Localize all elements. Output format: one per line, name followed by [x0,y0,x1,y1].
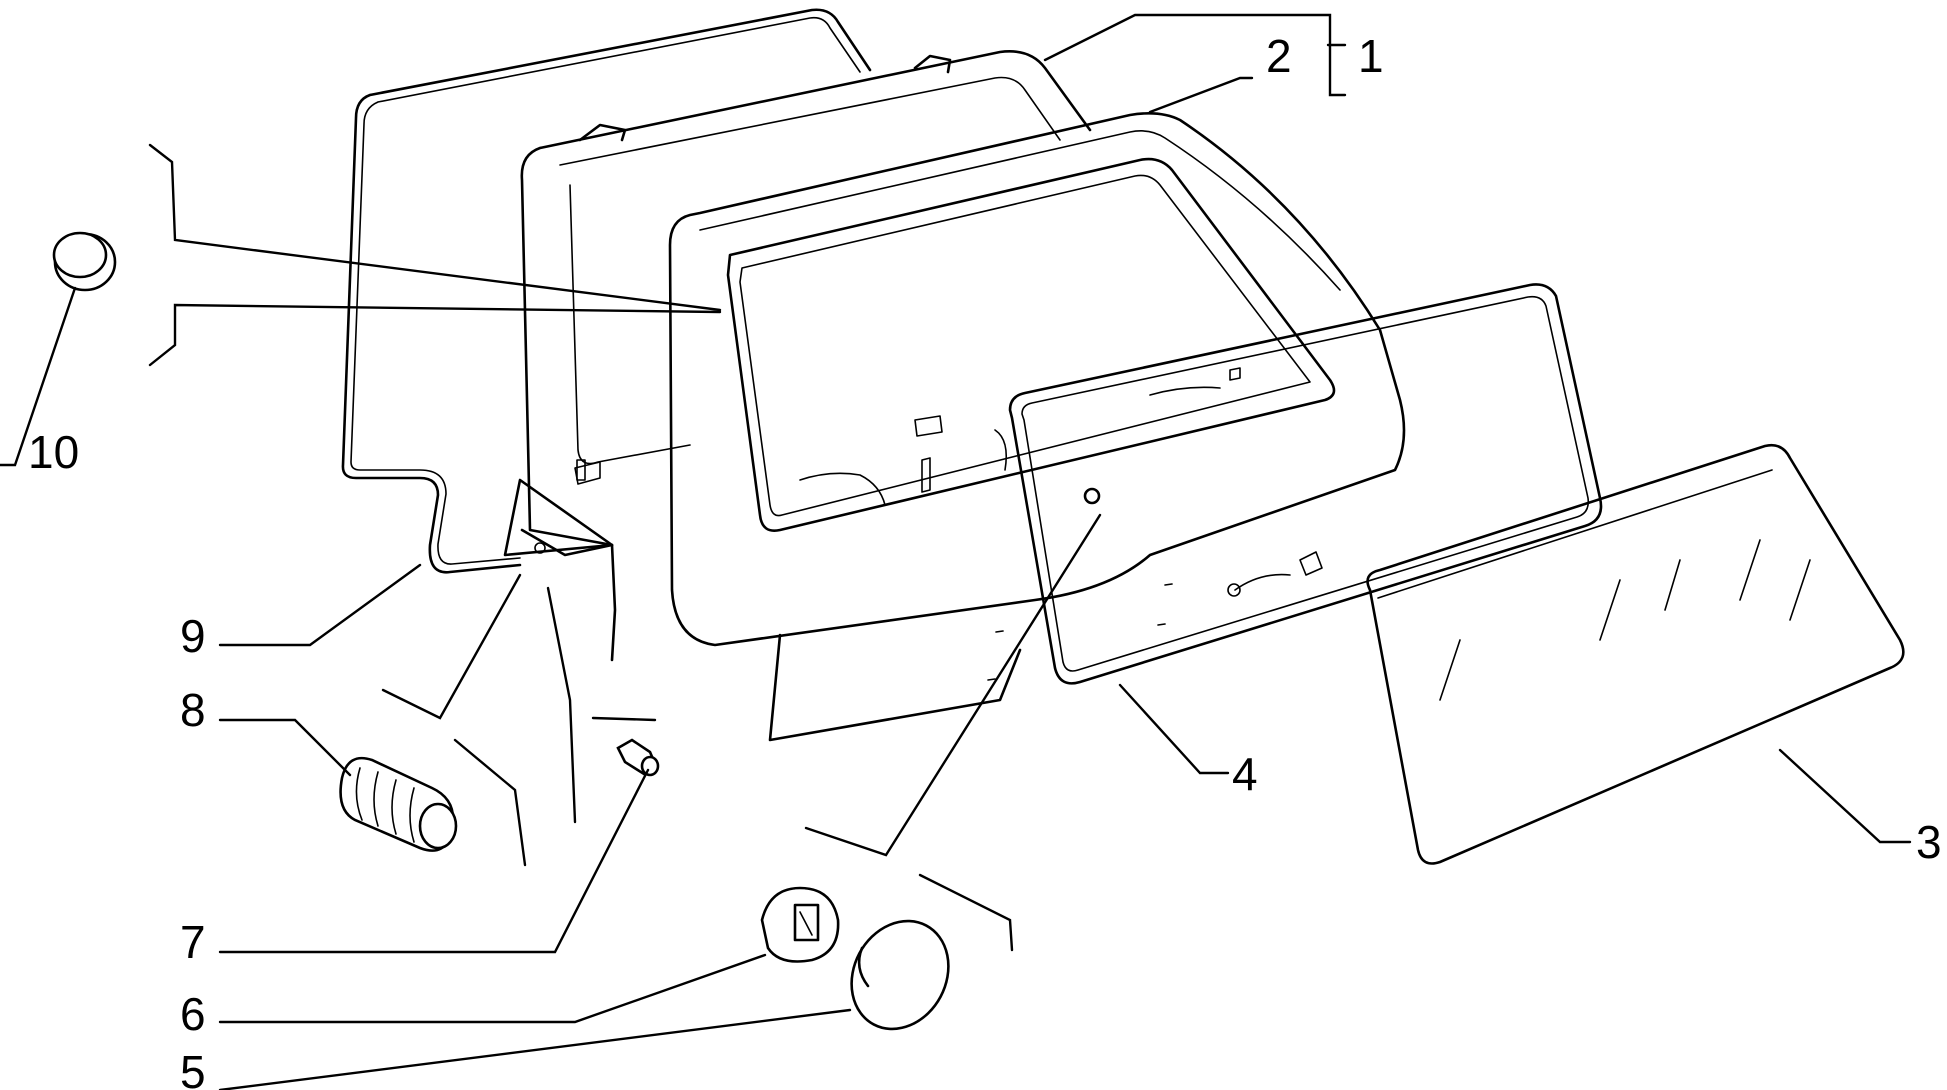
callout-leaders [0,13,1912,1090]
gas-strut-part-8 [339,756,458,852]
callout-6: 6 [180,988,206,1040]
callout-2: 2 [1266,30,1292,82]
rubber-plug-part-10 [52,231,117,292]
lock-cap-part-5 [850,919,950,1031]
bolt-part-7 [616,738,660,777]
tailgate-seal-part-9 [341,8,872,574]
rear-glass-part-3 [1366,443,1905,865]
callout-7: 7 [180,916,206,968]
callout-4: 4 [1232,748,1258,800]
tailgate-panel-part-2 [503,112,1406,742]
callout-1: 1 [1358,30,1384,82]
callout-9: 9 [180,610,206,662]
lock-nut-part-6 [760,886,840,963]
window-seal-part-4 [1008,283,1603,685]
reference-lines [148,143,1102,952]
callout-5: 5 [180,1046,206,1090]
callout-8: 8 [180,684,206,736]
callout-3: 3 [1916,816,1942,868]
tailgate-outer-frame [520,50,1092,662]
callout-10: 10 [28,426,79,478]
callout-labels: 1 2 3 4 5 6 7 8 9 10 [28,30,1942,1090]
